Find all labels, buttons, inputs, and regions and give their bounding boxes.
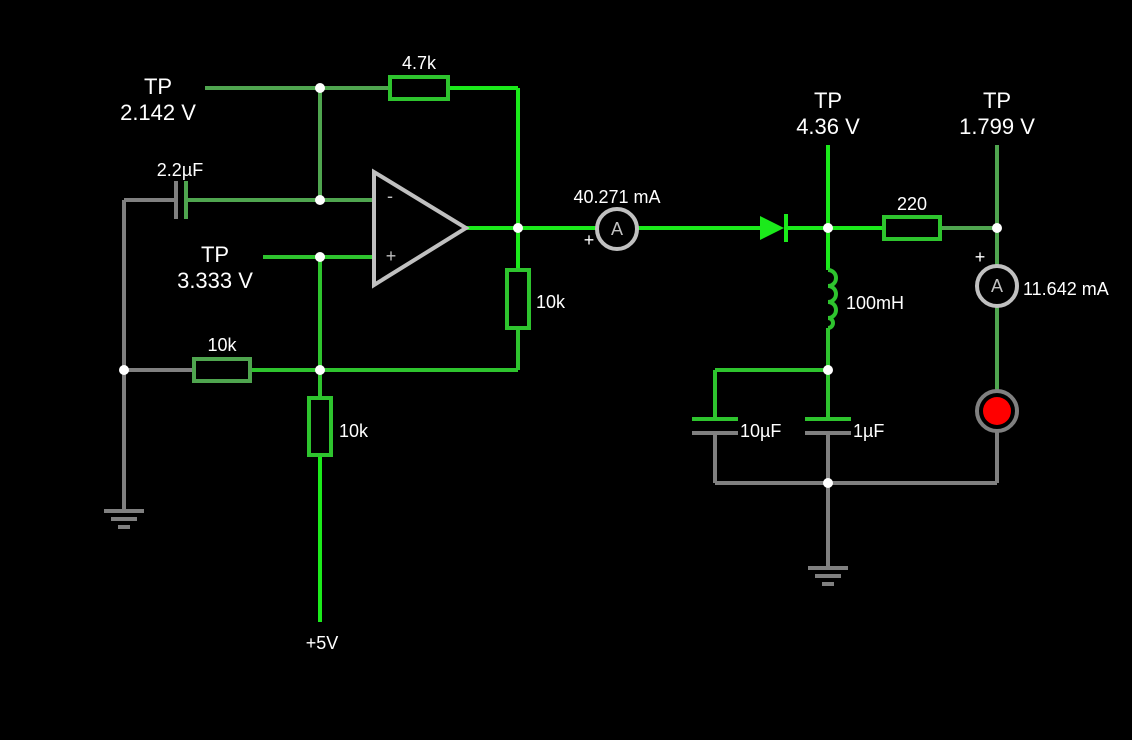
resistor-feedback-label: 4.7k bbox=[402, 53, 437, 73]
resistor-bias-bottom-label: 10k bbox=[339, 421, 369, 441]
tp4-value: 1.799 V bbox=[959, 114, 1035, 139]
ammeter-led-polarity: + bbox=[975, 247, 986, 267]
ammeter-main-reading: 40.271 mA bbox=[573, 187, 660, 207]
node-opamp-out[interactable] bbox=[513, 223, 523, 233]
capacitor-bulk-label: 10µF bbox=[740, 421, 781, 441]
ground-icon-right bbox=[808, 566, 848, 586]
node-bias[interactable] bbox=[315, 365, 325, 375]
tp3-value: 4.36 V bbox=[796, 114, 860, 139]
node-r220-right[interactable] bbox=[992, 223, 1002, 233]
node-noninverting[interactable] bbox=[315, 252, 325, 262]
ammeter-icon[interactable]: A bbox=[595, 207, 639, 251]
resistor-series-label: 220 bbox=[897, 194, 927, 214]
ammeter-led-reading: 11.642 mA bbox=[1023, 279, 1109, 299]
tp1-value: 2.142 V bbox=[120, 100, 196, 125]
tp3-label: TP bbox=[814, 88, 842, 113]
inductor-label: 100mH bbox=[846, 293, 904, 313]
junction-nodes bbox=[119, 83, 1002, 488]
ground-icon bbox=[104, 509, 144, 529]
ammeter-led-symbol: A bbox=[991, 276, 1003, 296]
node-feedback-top[interactable] bbox=[315, 83, 325, 93]
node-ground-left[interactable] bbox=[119, 365, 129, 375]
node-ground-bus[interactable] bbox=[823, 478, 833, 488]
tp4-label: TP bbox=[983, 88, 1011, 113]
tp2-value: 3.333 V bbox=[177, 268, 253, 293]
ammeter-main-polarity: + bbox=[584, 230, 595, 250]
wires bbox=[122, 86, 999, 622]
resistor-bias-bottom[interactable] bbox=[307, 396, 333, 457]
diode-icon[interactable] bbox=[760, 214, 788, 242]
led-icon[interactable] bbox=[975, 389, 1019, 433]
node-inverting[interactable] bbox=[315, 195, 325, 205]
capacitor-input-label: 2.2µF bbox=[157, 160, 203, 180]
resistor-feedback[interactable] bbox=[388, 75, 450, 101]
resistor-output-pulldown[interactable] bbox=[505, 268, 531, 330]
supply-label: +5V bbox=[306, 633, 339, 653]
inductor-coil[interactable] bbox=[827, 268, 838, 330]
resistor-bias-left[interactable] bbox=[192, 357, 252, 383]
resistor-output-pulldown-label: 10k bbox=[536, 292, 566, 312]
tp2-label: TP bbox=[201, 242, 229, 267]
ammeter-main-symbol: A bbox=[611, 219, 623, 239]
node-cap-top[interactable] bbox=[823, 365, 833, 375]
node-diode-cathode[interactable] bbox=[823, 223, 833, 233]
opamp-plus-label: + bbox=[386, 246, 397, 266]
tp1-label: TP bbox=[144, 74, 172, 99]
resistor-series[interactable] bbox=[882, 215, 942, 241]
resistor-bias-left-label: 10k bbox=[207, 335, 237, 355]
capacitor-small-label: 1µF bbox=[853, 421, 884, 441]
opamp-minus-label: - bbox=[387, 186, 393, 206]
opamp-icon[interactable]: - + bbox=[372, 168, 470, 289]
ammeter-led-icon[interactable]: A bbox=[975, 264, 1019, 308]
